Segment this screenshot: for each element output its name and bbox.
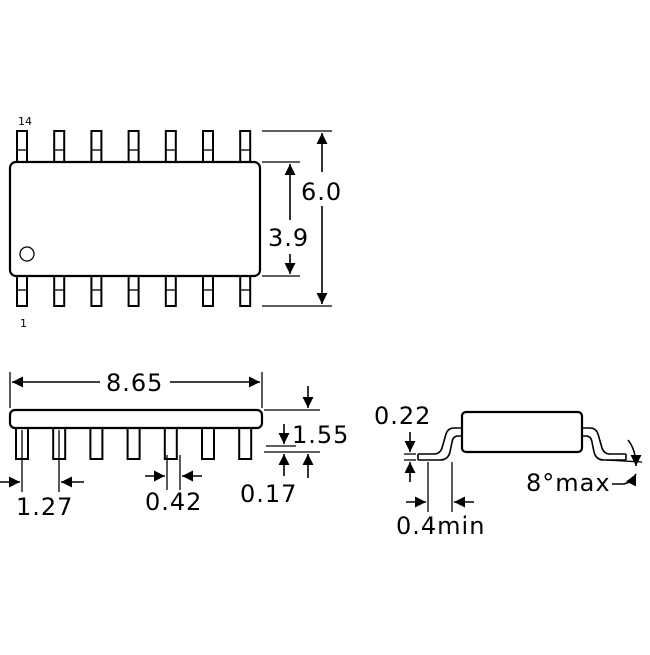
side-lead xyxy=(126,423,141,460)
total-width-dimension: 6.0 xyxy=(262,130,346,307)
side-lead xyxy=(163,423,178,460)
side-view: 8.65 1.55 0.17 1.27 xyxy=(0,366,349,521)
top-view-package-body xyxy=(8,160,262,278)
foot-length-dimension: 0.4min xyxy=(396,462,485,540)
lead-angle-dimension: 8°max xyxy=(526,439,643,497)
end-view-left-lead xyxy=(418,427,462,455)
pin-14-label: 14 xyxy=(18,115,32,128)
lead-thickness-dimension: 0.22 xyxy=(374,402,431,482)
top-view-upper-pins xyxy=(16,130,252,165)
top-pin-upper xyxy=(127,130,140,165)
top-pin-upper xyxy=(90,130,103,165)
lead-width-label: 0.42 xyxy=(145,488,202,516)
end-view-right-lead xyxy=(582,427,626,455)
end-view: 0.22 0.4min 8°max xyxy=(374,402,643,540)
body-width-label: 3.9 xyxy=(268,224,309,252)
lead-width-dimension: 0.42 xyxy=(145,455,202,516)
standoff-dimension: 0.17 xyxy=(240,424,297,508)
standoff-label: 0.17 xyxy=(240,480,297,508)
end-view-package-body xyxy=(460,410,584,454)
pin-pitch-dimension: 1.27 xyxy=(0,430,84,521)
pin1-indicator-dot xyxy=(19,246,35,262)
pin-pitch-label: 1.27 xyxy=(16,493,73,521)
lead-angle-label: 8°max xyxy=(526,469,611,497)
foot-length-label: 0.4min xyxy=(396,512,485,540)
side-view-leads xyxy=(15,423,253,460)
side-lead xyxy=(238,423,253,460)
top-pin-upper xyxy=(164,130,177,165)
body-length-label: 8.65 xyxy=(106,369,163,397)
top-view-lower-pins xyxy=(16,273,252,307)
side-lead xyxy=(201,423,215,460)
pin-1-label: 1 xyxy=(20,317,27,330)
package-height-dimension: 1.55 xyxy=(264,386,349,478)
lead-thickness-label: 0.22 xyxy=(374,402,431,430)
side-view-package-body xyxy=(8,408,264,430)
top-pin-upper xyxy=(202,130,214,165)
top-view: 14 1 6.0 3.9 xyxy=(8,115,346,330)
package-height-label: 1.55 xyxy=(292,421,349,449)
top-pin-upper xyxy=(239,130,252,165)
top-pin-upper xyxy=(53,130,66,165)
side-lead xyxy=(89,423,104,460)
top-pin-upper xyxy=(16,130,28,165)
body-length-dimension: 8.65 xyxy=(9,366,263,408)
total-width-label: 6.0 xyxy=(301,178,342,206)
body-width-dimension: 3.9 xyxy=(262,161,316,277)
